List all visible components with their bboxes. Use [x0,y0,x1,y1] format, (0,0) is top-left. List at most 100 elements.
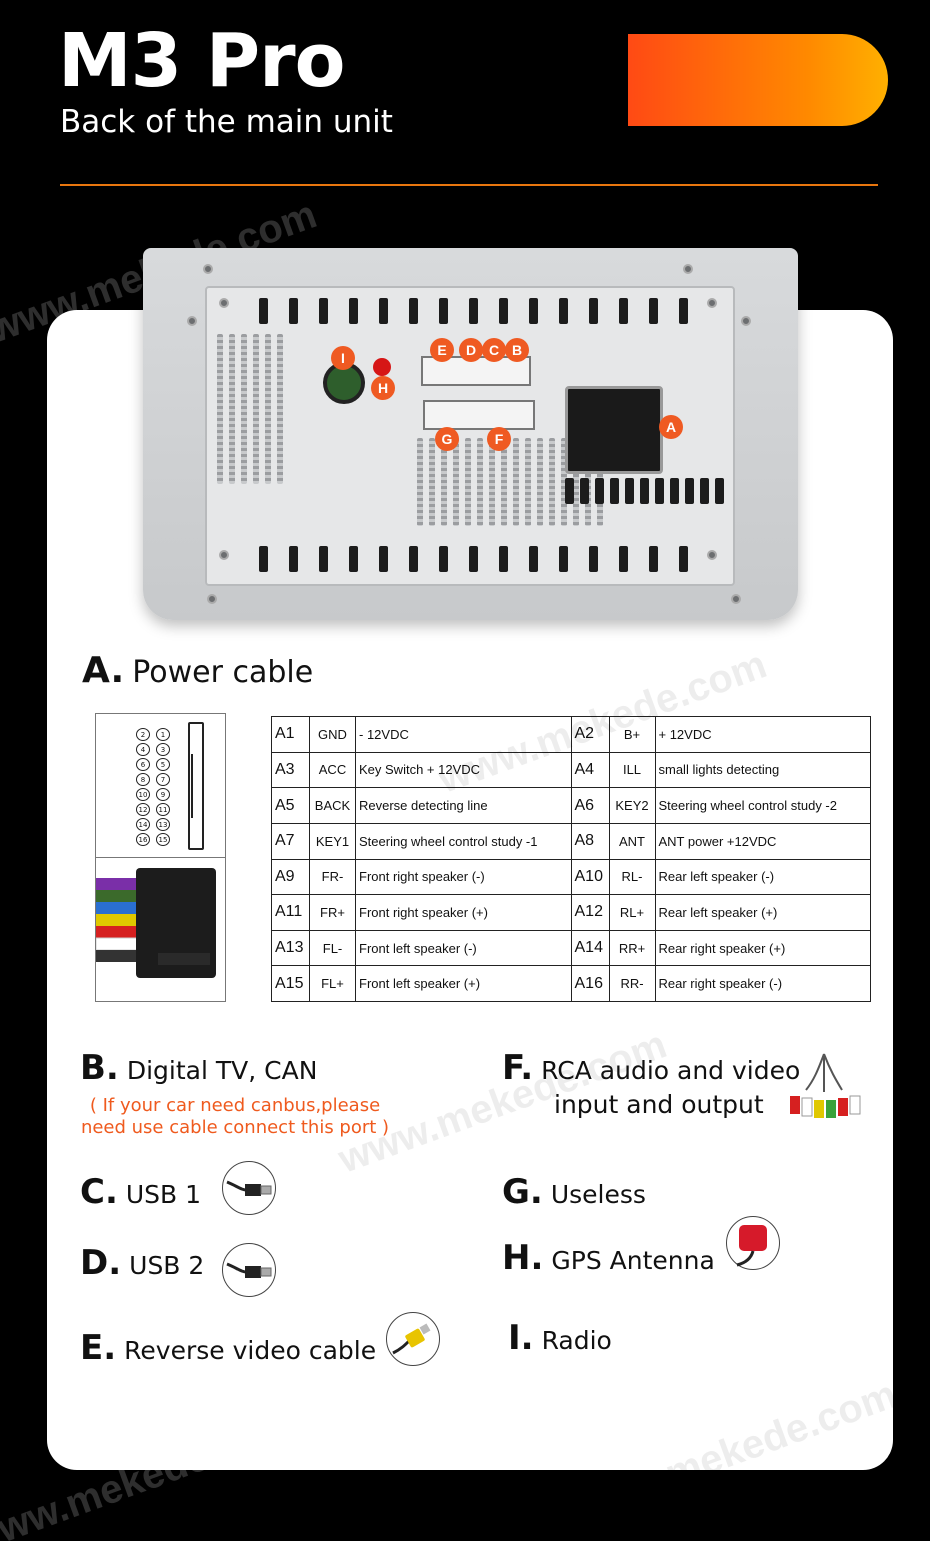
pin-number: 4 [136,743,150,756]
legend-b: B.Digital TV, CAN [80,1048,318,1088]
pin-desc: Key Switch + 12VDC [355,751,572,789]
legend-e: E.Reverse video cable [80,1328,377,1368]
pin-desc: Front left speaker (-) [355,929,572,967]
pin-number: 2 [136,728,150,741]
connector-gf [423,400,535,430]
pin-name: FR+ [309,894,356,931]
pin-name: KEY2 [608,787,656,824]
power-connector-port [565,386,663,474]
screw-icon [741,316,751,326]
gps-antenna-icon [726,1216,780,1270]
pin-name: FL- [309,929,356,967]
pin-desc: Front right speaker (-) [355,858,572,896]
screw-icon [187,316,197,326]
vent-slots-top [259,298,688,324]
pin-desc: Front right speaker (+) [355,894,572,931]
pin-desc: + 12VDC [654,716,871,753]
pin-name: ACC [309,751,356,789]
pin-id: A3 [271,751,310,789]
pin-name: FR- [309,858,356,896]
pin-desc: Reverse detecting line [355,787,572,824]
pin-id: A7 [271,822,310,860]
usb-cable-icon [222,1243,276,1297]
pin-name: RR+ [608,929,656,967]
rca-yellow-cable-icon [386,1312,440,1366]
label-badge-i: I [331,346,355,370]
pin-number: 5 [156,758,170,771]
pin-desc: Steering wheel control study -1 [355,822,572,860]
legend-i: I.Radio [508,1318,612,1358]
pin-id: A4 [570,751,610,789]
screw-icon [219,550,229,560]
pin-number: 13 [156,818,170,831]
heatsink-fins [417,438,603,526]
pin-name: BACK [309,787,356,824]
pin-name: B+ [608,716,656,753]
pin-id: A8 [570,822,610,860]
screw-icon [203,264,213,274]
pin-name: KEY1 [309,822,356,860]
pin-desc: small lights detecting [654,751,871,789]
screw-icon [707,298,717,308]
pin-number: 12 [136,803,150,816]
pin-id: A15 [271,965,310,1002]
pin-name: GND [309,716,356,753]
pin-id: A16 [570,965,610,1002]
pin-id: A5 [271,787,310,824]
pin-name: RR- [608,965,656,1002]
legend-c: C.USB 1 [80,1172,202,1212]
label-badge-a: A [659,415,683,439]
pin-id: A10 [570,858,610,896]
pin-number: 15 [156,833,170,846]
pin-number: 6 [136,758,150,771]
screw-icon [219,298,229,308]
pin-desc: Rear right speaker (+) [654,929,871,967]
heatsink-fins [217,334,283,484]
label-badge-c: C [482,338,506,362]
pin-number: 9 [156,788,170,801]
page-title: M3 Pro [58,18,345,104]
pin-id: A1 [271,716,310,753]
legend-f: F.RCA audio and video [502,1048,801,1088]
pin-number: 1 [156,728,170,741]
pin-number: 3 [156,743,170,756]
legend-f-line2: input and output [554,1090,764,1119]
label-badge-d: D [459,338,483,362]
header-divider [60,184,878,186]
pin-id: A2 [570,716,610,753]
pin-id: A11 [271,894,310,931]
gps-antenna-port [373,358,391,376]
screw-icon [707,550,717,560]
pin-number: 7 [156,773,170,786]
pin-id: A6 [570,787,610,824]
label-badge-e: E [430,338,454,362]
label-badge-h: H [371,376,395,400]
legend-g: G.Useless [502,1172,646,1212]
canbus-note: ( If your car need canbus,please need us… [80,1095,390,1138]
pin-number: 8 [136,773,150,786]
pin-id: A12 [570,894,610,931]
rca-harness-icon [784,1050,864,1130]
screw-icon [207,594,217,604]
pin-name: ANT [608,822,656,860]
power-cable-photo [95,857,226,1002]
label-badge-f: F [487,427,511,451]
head-unit-rear [143,248,798,620]
pin-desc: - 12VDC [355,716,572,753]
pin-desc: Rear left speaker (+) [654,894,871,931]
pin-desc: Steering wheel control study -2 [654,787,871,824]
pin-number: 14 [136,818,150,831]
vent-slots-bottom [259,546,688,572]
vent-slots-right [565,478,724,504]
pin-id: A9 [271,858,310,896]
screw-icon [731,594,741,604]
screw-icon [683,264,693,274]
